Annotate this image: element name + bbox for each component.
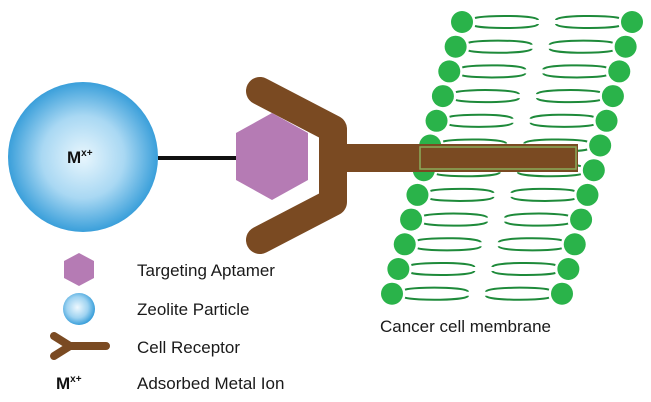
lipid-head — [438, 60, 461, 83]
lipid-tail — [411, 261, 476, 277]
lipid-tail — [510, 187, 575, 202]
lipid-tail — [529, 113, 594, 128]
legend: Targeting Aptamer Zeolite Particle Cell … — [50, 253, 284, 393]
cell-membrane — [381, 11, 643, 305]
lipid-head — [431, 85, 454, 108]
lipid-tail — [449, 113, 514, 128]
receptor-transmembrane-region — [419, 146, 577, 170]
lipid-tail — [430, 187, 495, 202]
lipid-tail — [455, 89, 520, 104]
lipid-head — [601, 85, 624, 108]
legend-label: Adsorbed Metal Ion — [137, 374, 284, 393]
lipid-tail — [497, 237, 563, 252]
sphere-icon — [63, 293, 95, 325]
legend-label: Targeting Aptamer — [137, 261, 275, 280]
lipid-head — [595, 109, 618, 132]
lipid-tail — [535, 89, 601, 104]
lipid-head — [425, 109, 448, 132]
zeolite-particle — [8, 82, 158, 232]
hexagon-icon — [64, 253, 94, 286]
legend-label: Cell Receptor — [137, 338, 240, 357]
lipid-head — [582, 159, 605, 182]
lipid-tail — [417, 237, 482, 252]
lipid-tail — [461, 64, 527, 79]
cell-receptor — [246, 77, 578, 254]
lipid-head — [557, 258, 580, 280]
lipid-head — [551, 282, 573, 305]
lipid-head — [589, 134, 612, 157]
lipid-head — [400, 208, 423, 231]
lipid-head — [393, 233, 416, 256]
particle-ion-label: Mx+ — [67, 148, 93, 167]
targeting-aptamer — [236, 113, 308, 200]
lipid-head — [451, 11, 473, 33]
legend-label: Zeolite Particle — [137, 300, 249, 319]
legend-item-metal-ion: Mx+ Adsorbed Metal Ion — [56, 374, 284, 393]
y-receptor-icon — [50, 332, 110, 360]
legend-item-zeolite: Zeolite Particle — [63, 293, 249, 325]
lipid-head — [570, 208, 593, 231]
lipid-tail — [504, 212, 569, 227]
lipid-head — [563, 233, 586, 256]
lipid-head — [444, 35, 467, 58]
lipid-head — [406, 183, 429, 206]
lipid-head — [387, 258, 410, 280]
lipid-tail — [542, 64, 607, 79]
lipid-tail — [485, 286, 550, 301]
metal-ion-symbol: Mx+ — [56, 374, 82, 393]
lipid-head — [621, 11, 643, 33]
lipid-tail — [468, 39, 533, 54]
legend-item-aptamer: Targeting Aptamer — [64, 253, 275, 286]
lipid-tail — [491, 261, 556, 277]
lipid-tail — [404, 286, 469, 301]
membrane-caption: Cancer cell membrane — [380, 317, 551, 336]
lipid-head — [614, 35, 637, 58]
lipid-tail — [548, 39, 613, 54]
lipid-tail — [423, 212, 489, 227]
legend-item-receptor: Cell Receptor — [50, 332, 240, 360]
lipid-head — [576, 183, 599, 206]
lipid-head — [608, 60, 631, 83]
lipid-tail — [474, 14, 539, 30]
lipid-tail — [555, 14, 620, 30]
lipid-head — [381, 282, 403, 305]
